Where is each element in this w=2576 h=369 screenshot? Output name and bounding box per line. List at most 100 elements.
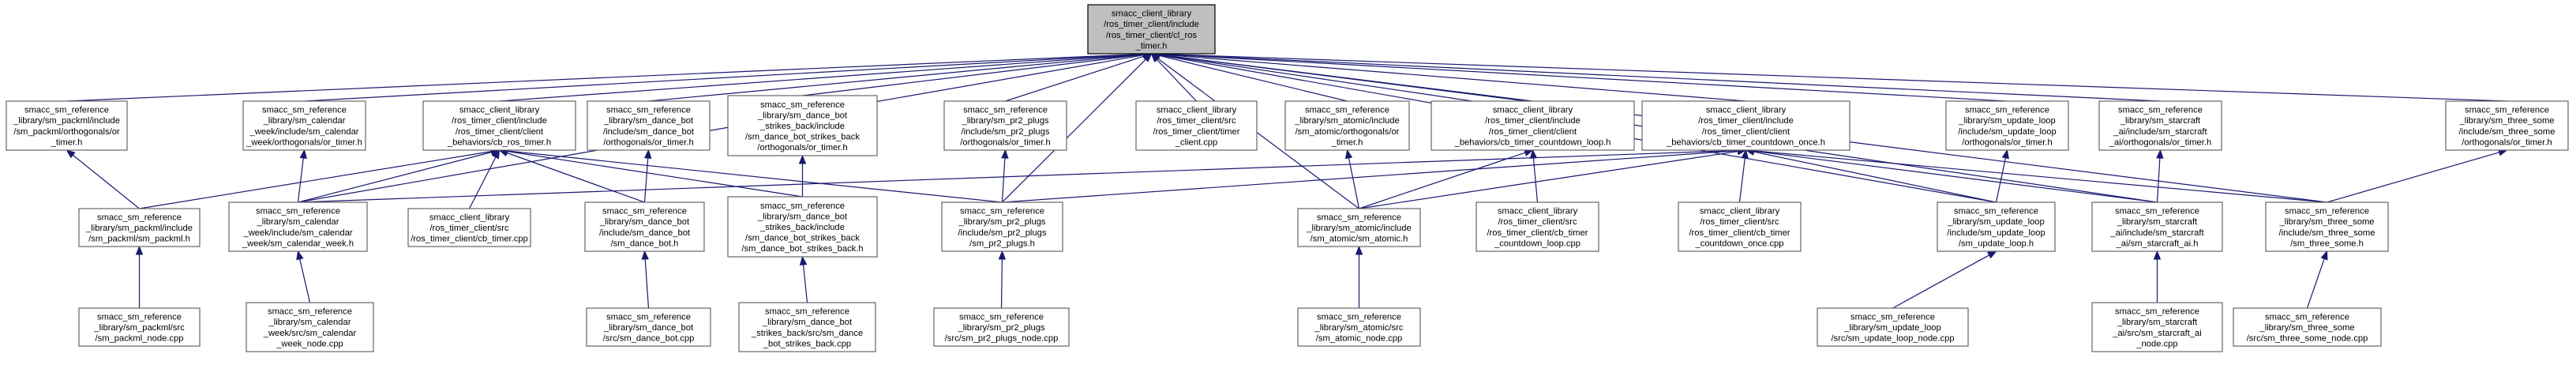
node-label-line: _library/sm_update_loop [1843,323,1941,333]
edge-line [139,151,492,209]
file-node[interactable]: smacc_sm_reference_library/sm_pr2_plugs/… [943,100,1067,151]
edge-line [507,150,1003,203]
file-node[interactable]: smacc_client_library/ros_timer_client/sr… [407,208,531,247]
node-box [727,196,878,258]
node-label-line: /ros_timer_client/client [456,127,544,137]
node-label-line: _library/sm_dance_bot [757,212,848,221]
node-label-line: _library/sm_calendar [257,217,339,227]
node-label-line: _library/sm_dance_bot [603,323,694,333]
node-box [586,307,711,347]
edge-line [2327,152,2500,203]
arrow-head [2001,149,2009,160]
file-node[interactable]: smacc_client_library/ros_timer_client/sr… [1135,100,1258,151]
file-node[interactable]: smacc_sm_reference_library/sm_atomic/inc… [1284,100,1410,151]
file-node[interactable]: smacc_sm_reference_library/sm_atomic/inc… [1297,208,1421,247]
node-label-line: /sm_update_loop.h [1959,239,2034,248]
arrow-head [998,250,1007,260]
file-node[interactable]: smacc_sm_reference_library/sm_calendar_w… [246,302,374,352]
node-label-line: smacc_sm_reference [602,207,687,217]
node-box [1087,4,1216,55]
include-edge [2327,149,2508,203]
file-node[interactable]: smacc_client_library/ros_timer_client/sr… [1475,201,1599,252]
node-label-line: smacc_client_library [1498,207,1578,217]
file-node[interactable]: smacc_sm_reference_library/sm_dance_bot/… [584,201,705,252]
file-node[interactable]: smacc_sm_reference_library/sm_pr2_plugs/… [933,307,1070,347]
include-edge [1150,51,1533,102]
node-label-line: /ros_timer_client/include [1104,20,1199,29]
node-label-line: _strikes_back/include [759,122,845,131]
file-node[interactable]: smacc_sm_reference_library/sm_update_loo… [1817,307,1969,347]
file-node[interactable]: smacc_sm_reference_library/sm_dance_bot_… [738,302,876,352]
node-box [246,302,374,352]
include-edge [799,255,808,303]
file-node[interactable]: smacc_sm_reference_library/sm_packml/inc… [6,100,128,151]
file-node[interactable]: smacc_sm_reference_library/sm_dance_bot/… [587,100,711,151]
arrow-head [1355,245,1363,255]
file-node[interactable]: smacc_sm_reference_library/sm_dance_bot_… [727,95,878,156]
file-node[interactable]: smacc_client_library/ros_timer_client/in… [1430,100,1635,151]
file-node[interactable]: smacc_sm_reference_library/sm_update_loo… [1937,201,2056,252]
file-node[interactable]: smacc_sm_reference_library/sm_packml/inc… [78,208,201,247]
edge-line [1159,53,2507,102]
node-label-line: smacc_sm_reference [2115,307,2199,317]
node-label-line: _library/sm_atomic/src [1314,323,1404,333]
node-label-line: _week/orthogonals/or_timer.h [246,137,362,147]
node-label-line: smacc_client_library [1157,106,1237,115]
node-box [78,307,201,347]
node-label-line: _library/sm_atomic/include [1294,116,1399,126]
edge-line [304,53,1144,102]
node-label-line: _timer.h [1135,41,1168,51]
node-label-line: /include/sm_three_some [2459,127,2555,137]
file-node[interactable]: smacc_sm_reference_library/sm_update_loo… [1945,100,2069,151]
node-label-line: smacc_sm_reference [97,312,182,322]
file-node[interactable]: smacc_sm_reference_library/sm_starcraft_… [2091,302,2223,352]
arrow-head [1741,149,1749,159]
node-label-line: _library/sm_starcraft [2117,217,2198,227]
file-node[interactable]: smacc_sm_reference_library/sm_atomic/src… [1297,307,1421,347]
include-edge [66,149,140,209]
file-node[interactable]: smacc_client_library/ros_timer_client/sr… [1678,201,1802,252]
edge-line [1002,58,1146,203]
file-node[interactable]: smacc_sm_reference_library/sm_calendar_w… [242,100,366,151]
node-label-line: smacc_sm_reference [606,312,691,322]
node-label-line: smacc_sm_reference [1850,312,1935,322]
node-label-line: /ros_timer_client/cl_ros [1106,31,1197,40]
node-label-line: /sm_three_some.h [2290,239,2364,248]
file-node[interactable]: smacc_client_library/ros_timer_client/in… [422,100,576,151]
edge-line [1348,157,1360,209]
edge-line [648,54,1144,102]
file-node[interactable]: smacc_client_library/ros_timer_client/in… [1641,100,1850,151]
file-node[interactable]: smacc_sm_reference_library/sm_starcraft_… [2091,201,2223,252]
node-label-line: smacc_sm_reference [2285,207,2369,217]
include-edge [1001,149,1009,203]
edge-line [299,258,311,303]
file-node[interactable]: smacc_sm_reference_library/sm_three_some… [2445,100,2569,151]
node-label-line: smacc_sm_reference [1317,312,1401,322]
node-label-line: smacc_sm_reference [24,106,109,115]
file-node[interactable]: smacc_sm_reference_library/sm_calendar_w… [228,201,368,252]
file-node[interactable]: smacc_sm_reference_library/sm_dance_bot_… [727,196,878,258]
file-node[interactable]: smacc_sm_reference_library/sm_three_some… [2233,307,2382,347]
edge-line [1002,150,1738,203]
node-label-line: _library/sm_three_some [2458,116,2554,126]
node-label-line: _countdown_once.cpp [1695,239,1784,248]
arrow-head [135,245,144,255]
node-label-line: /include/sm_dance_bot [603,127,695,137]
file-node[interactable]: smacc_sm_reference_library/sm_dance_bot/… [586,307,711,347]
file-node[interactable]: smacc_sm_reference_library/sm_starcraft_… [2098,100,2222,151]
node-box [1641,100,1850,151]
node-label-line: _week/include/sm_calendar [242,228,352,238]
node-label-line: /ros_timer_client/include [1485,116,1580,126]
node-label-line: smacc_sm_reference [960,207,1044,217]
file-node[interactable]: smacc_sm_reference_library/sm_three_some… [2265,201,2389,252]
node-label-line: smacc_client_library [1700,207,1780,217]
root-file-node[interactable]: smacc_client_library/ros_timer_client/in… [1087,4,1216,55]
node-label-line: smacc_client_library [1706,106,1787,115]
node-label-line: /include/sm_three_some [2279,228,2375,238]
file-node[interactable]: smacc_sm_reference_library/sm_pr2_plugs/… [941,201,1063,252]
node-label-line: _timer.h [51,137,83,147]
file-node[interactable]: smacc_sm_reference_library/sm_packml/src… [78,307,201,347]
node-label-line: smacc_client_library [429,213,510,222]
node-box [1297,307,1421,347]
